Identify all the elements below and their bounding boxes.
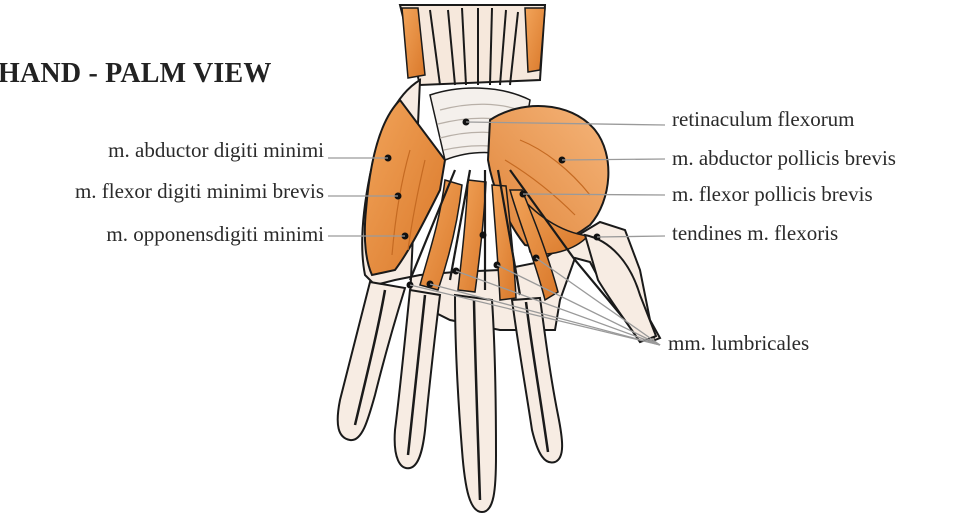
label-retinaculum-flexorum: retinaculum flexorum — [672, 109, 855, 130]
forearm-tendons — [400, 5, 545, 85]
label-opponens-digiti-minimi: m. opponensdigiti minimi — [106, 224, 324, 245]
label-mm-lumbricales: mm. lumbricales — [668, 333, 809, 354]
diagram-title: HAND - PALM VIEW — [0, 58, 272, 90]
label-abductor-digiti-minimi: m. abductor digiti minimi — [108, 140, 324, 161]
label-abductor-pollicis-brevis: m. abductor pollicis brevis — [672, 148, 896, 169]
label-flexor-pollicis-brevis: m. flexor pollicis brevis — [672, 184, 873, 205]
label-flexor-digiti-minimi-brevis: m. flexor digiti minimi brevis — [75, 181, 324, 202]
label-tendines-m-flexoris: tendines m. flexoris — [672, 223, 838, 244]
